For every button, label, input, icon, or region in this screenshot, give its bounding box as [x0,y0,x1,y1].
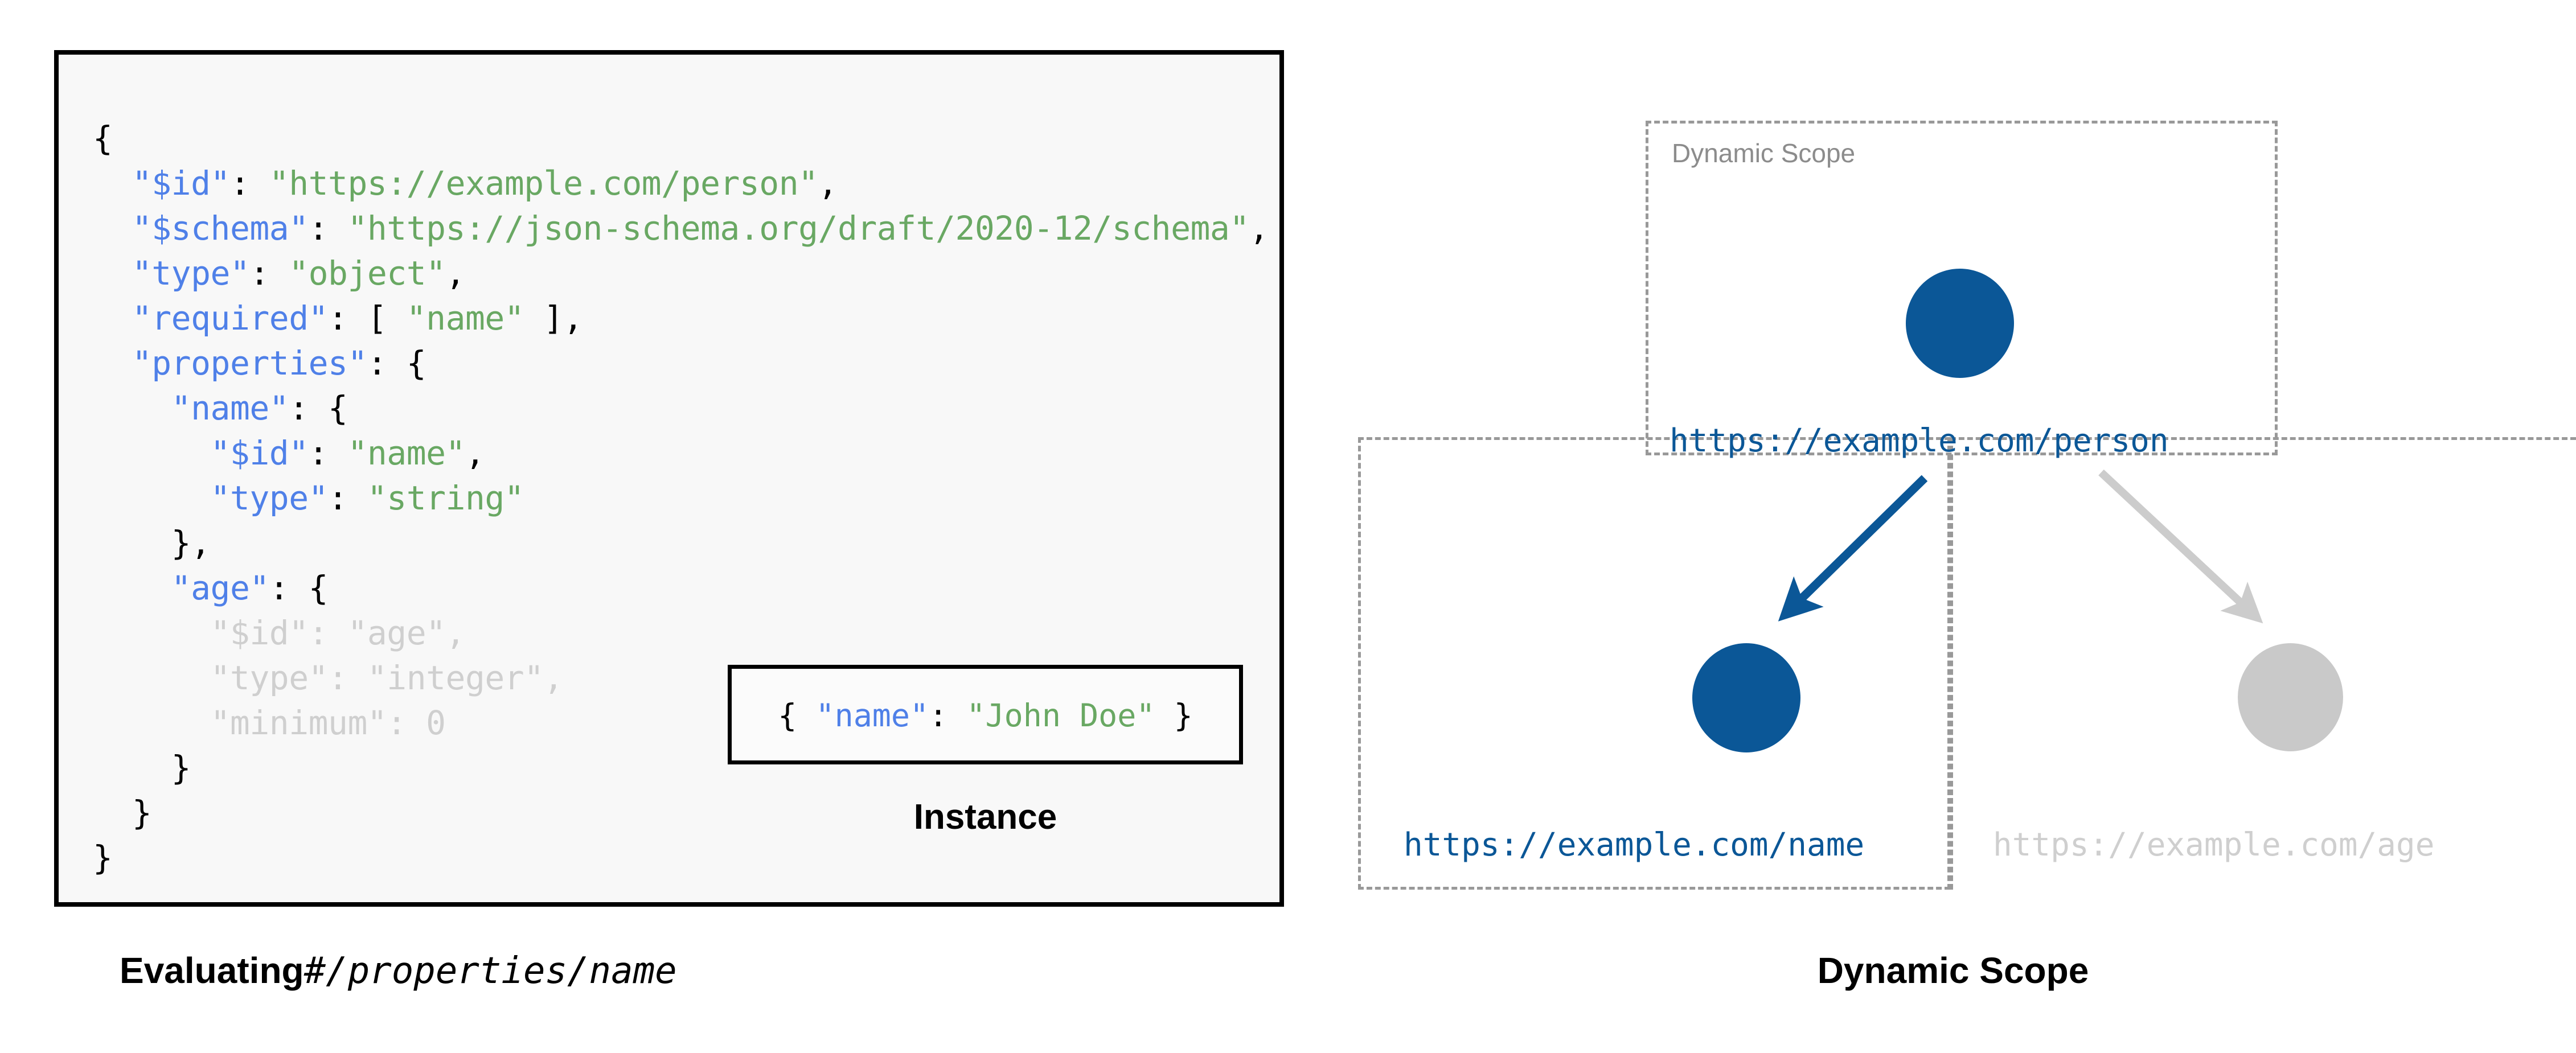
code-token [93,569,171,607]
code-token: ], [524,299,583,338]
code-line: "age": { [93,566,1269,611]
code-token: { [778,697,816,734]
schema-code-block: { "$id": "https://example.com/person", "… [93,116,1269,881]
node-person-label: https://example.com/person [1670,422,2169,459]
code-token: "https://json-schema.org/draft/2020-12/s… [347,209,1249,248]
code-line: "$schema": "https://json-schema.org/draf… [93,206,1269,251]
code-token: : { [269,569,329,607]
node-age[interactable] [2238,643,2343,751]
code-token [93,299,132,338]
code-token: "properties" [132,344,368,382]
instance-label: Instance [913,797,1057,837]
code-token: , [1249,209,1269,248]
code-token: "$id" [210,614,309,652]
right-caption: Dynamic Scope [1817,950,2089,991]
code-token: "John Doe" [966,697,1155,734]
scope-box-person-label: Dynamic Scope [1672,138,1856,168]
left-caption-bold: Evaluating [120,950,304,991]
code-line: "type": "string" [93,476,1269,521]
code-token: } [93,838,113,877]
code-token [93,209,132,248]
code-token [93,704,211,742]
code-line: "properties": { [93,341,1269,386]
code-token [93,614,211,652]
code-token: : [229,164,269,203]
code-token [93,479,211,517]
code-token [93,434,211,472]
code-token: : [929,697,967,734]
code-token: "$schema" [132,209,309,248]
code-token: 0 [426,704,446,742]
code-line: } [93,836,1269,881]
code-token [93,164,132,203]
code-token: : [328,659,367,697]
code-token: , [445,614,466,652]
code-token: : [308,434,348,472]
code-token: "minimum" [210,704,387,742]
code-token: "string" [367,479,524,517]
code-token: "name" [815,697,929,734]
code-token: "https://example.com/person" [269,164,818,203]
code-token: "required" [132,299,329,338]
scope-box-person [1646,121,2278,455]
code-token: } [1155,697,1193,734]
code-token: : { [289,389,348,427]
code-line: "type": "integer", [93,656,1269,701]
code-token: }, [93,524,211,562]
code-token: : [ [328,299,407,338]
instance-code: { "name": "John Doe" } [732,697,1239,734]
code-token: "name" [347,434,465,472]
node-person[interactable] [1906,269,2014,378]
code-token: : [387,704,426,742]
code-token: : { [367,344,426,382]
code-token: "integer" [367,659,544,697]
code-token: { [93,119,113,158]
scope-box-age [1950,437,2576,890]
code-token: : [249,254,289,293]
code-token: "name" [171,389,289,427]
code-token: , [543,659,564,697]
node-name[interactable] [1692,643,1800,752]
left-caption-pointer: #/properties/name [303,950,677,992]
code-token: : [308,614,348,652]
code-line: "$id": "https://example.com/person", [93,161,1269,206]
code-line: "$id": "age", [93,611,1269,656]
code-token: "age" [171,569,270,607]
code-token: : [328,479,367,517]
code-line: "required": [ "name" ], [93,296,1269,341]
code-token: "age" [347,614,446,652]
code-token: "type" [132,254,250,293]
schema-code-panel: { "$id": "https://example.com/person", "… [54,50,1284,907]
code-token: "type" [210,659,329,697]
node-name-label: https://example.com/name [1404,826,1865,863]
code-token: , [465,434,485,472]
code-line: "minimum": 0 [93,701,1269,746]
code-token: } [93,793,152,832]
code-token: "$id" [132,164,231,203]
code-token: : [308,209,348,248]
code-token: "object" [289,254,446,293]
code-token: "$id" [210,434,309,472]
code-token: "name" [406,299,524,338]
node-age-label: https://example.com/age [1993,826,2435,863]
scope-box-name [1358,437,1950,890]
code-token [93,659,211,697]
code-line: } [93,791,1269,836]
code-token: , [818,164,838,203]
code-token: "type" [210,479,329,517]
code-token [93,389,171,427]
left-caption: Evaluating#/properties/name [120,949,677,992]
code-token: , [445,254,466,293]
code-line: "$id": "name", [93,431,1269,476]
code-line: "name": { [93,386,1269,431]
code-token: } [93,748,191,787]
code-line: { [93,116,1269,161]
code-line: }, [93,521,1269,566]
code-token [93,254,132,293]
code-line: "type": "object", [93,251,1269,296]
code-token [93,344,132,382]
code-line: } [93,746,1269,791]
instance-box: { "name": "John Doe" } [728,665,1243,764]
dynamic-scope-diagram: Dynamic Scope https://example.com/person… [1355,102,2576,911]
